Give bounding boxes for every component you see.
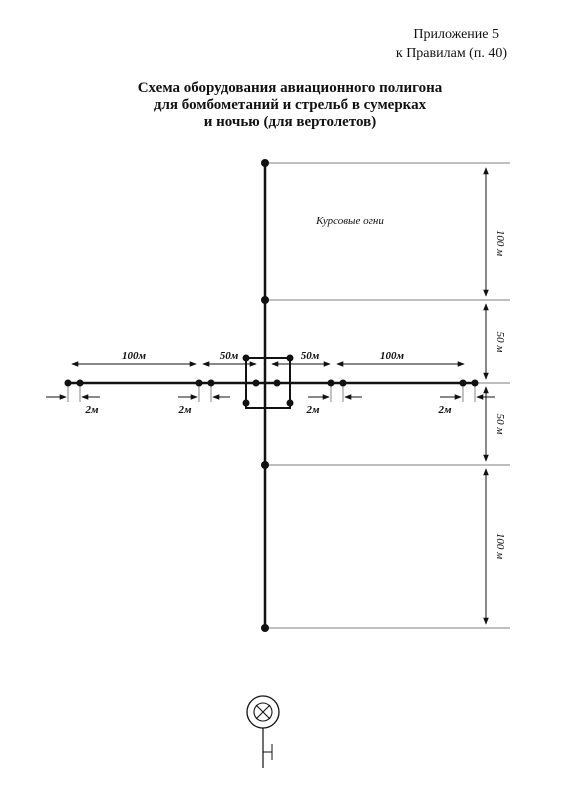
dim-label-2m-a: 2м <box>84 404 99 416</box>
light-h-right-inner-2 <box>339 379 347 387</box>
dim-label-2m-c: 2м <box>305 404 320 416</box>
light-vertical-upper <box>261 296 269 304</box>
appendix-reference: к Правилам (п. 40) <box>395 46 507 61</box>
page-title-line-3: и ночью (для вертолетов) <box>60 114 520 131</box>
title-conjunction: и <box>203 114 217 130</box>
light-vertical-bottom <box>261 624 269 632</box>
dim-label-100-right: 100м <box>380 350 405 362</box>
light-vertical-top <box>261 159 269 167</box>
light-h-right-outer-2 <box>471 379 479 387</box>
light-h-left-inner-1 <box>195 379 203 387</box>
light-h-right-inner-1 <box>327 379 335 387</box>
gap-indicator-d <box>440 386 495 402</box>
page-title-line-1: Схема оборудования авиационного полигона <box>137 80 443 96</box>
course-lights-label: Курсовые огни <box>315 215 384 227</box>
light-square-bottom-left <box>242 399 250 407</box>
dim-label-100-left: 100м <box>122 350 147 362</box>
light-vertical-lower <box>261 461 269 469</box>
appendix-number: Приложение 5 <box>413 27 499 42</box>
light-h-left-inner-2 <box>207 379 215 387</box>
lamp-symbol-icon <box>246 695 280 768</box>
light-square-top-left <box>242 354 250 362</box>
dim-label-2m-b: 2м <box>177 404 192 416</box>
dim-label-50-upper: 50 м <box>494 332 506 353</box>
light-square-inner-left <box>252 379 260 387</box>
gap-indicator-a <box>46 386 100 402</box>
page-title-line-2: для бомбометаний и стрельб в сумерках <box>153 97 427 113</box>
dim-label-100-bottom: 100 м <box>494 533 506 559</box>
light-h-right-outer-1 <box>459 379 467 387</box>
light-h-left-outer-2 <box>76 379 84 387</box>
title-line-3-text: ночью (для вертолетов) <box>216 114 377 130</box>
gap-indicator-b <box>178 386 230 402</box>
light-square-inner-right <box>273 379 281 387</box>
light-square-bottom-right <box>286 399 294 407</box>
dim-label-100-top: 100 м <box>494 230 506 256</box>
target-square <box>245 357 291 409</box>
gap-indicator-c <box>308 386 362 402</box>
dim-label-50-left: 50м <box>220 350 239 362</box>
light-h-left-outer-1 <box>64 379 72 387</box>
dim-label-50-lower: 50 м <box>494 414 506 435</box>
dim-label-2m-d: 2м <box>437 404 452 416</box>
dim-label-50-right: 50м <box>301 350 320 362</box>
light-square-top-right <box>286 354 294 362</box>
